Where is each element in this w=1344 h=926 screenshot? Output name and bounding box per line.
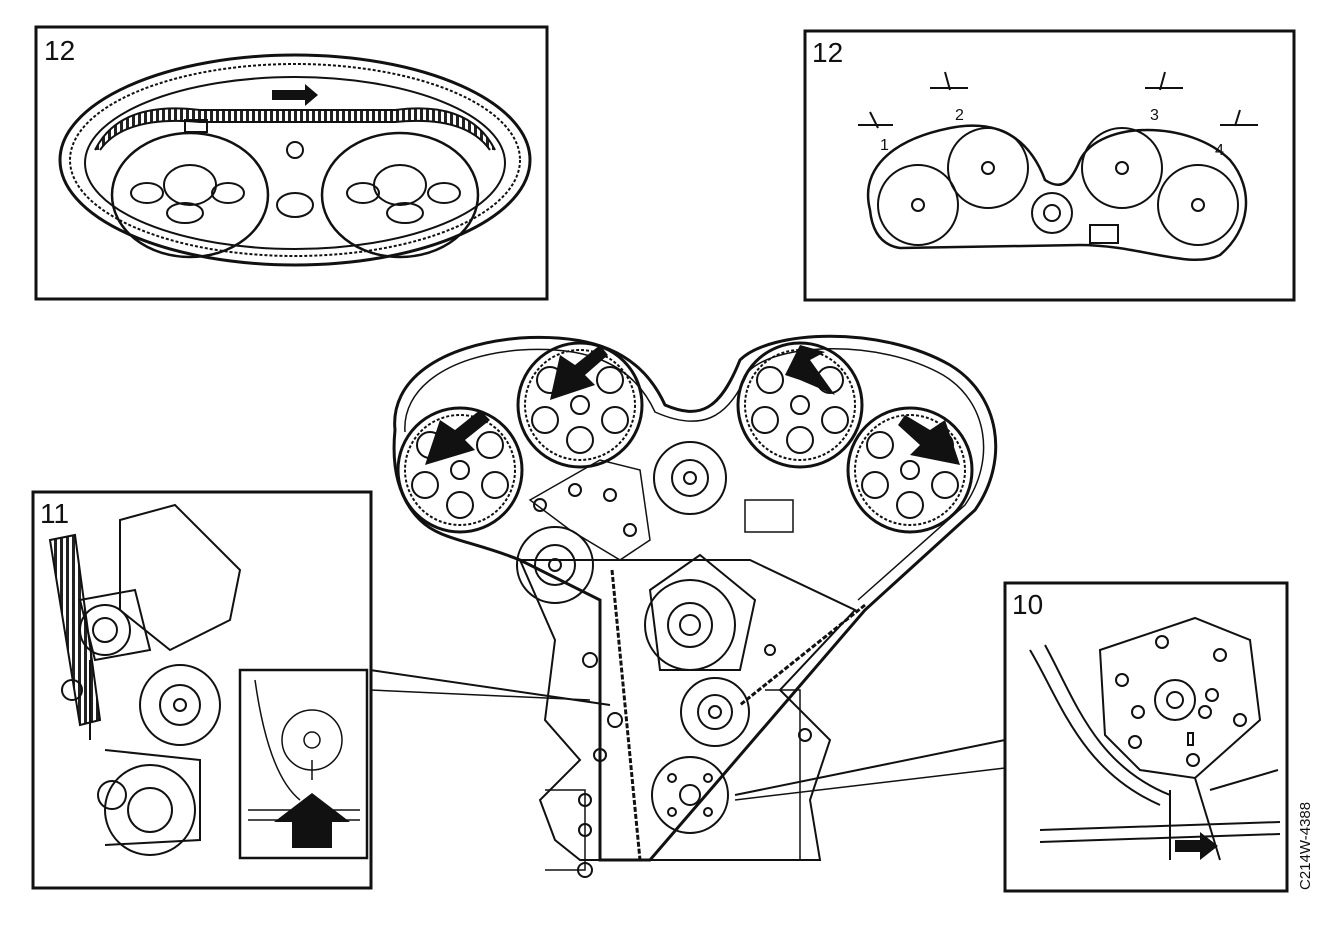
engine-block [518, 559, 857, 861]
direction-arrow-icon [272, 84, 318, 106]
upper-idler-pulley [653, 441, 727, 515]
panel-bottom-left: 11 [31, 490, 373, 890]
arrow-icon [274, 793, 350, 848]
tensioner-bracket [528, 459, 651, 561]
left-idler-pulley [516, 526, 594, 604]
arrow-icon [550, 345, 608, 400]
panel-number: 10 [1012, 589, 1043, 620]
cam-sprocket-2 [516, 341, 644, 469]
arrow-icon [425, 410, 490, 465]
alignment-arrows [425, 345, 960, 465]
panel-top-left: 12 [34, 25, 549, 301]
crankshaft-sprocket [651, 756, 729, 834]
marker-icons [858, 71, 1258, 129]
water-pump [644, 553, 757, 671]
arrow-icon [785, 345, 835, 395]
marker-label: 1 [880, 137, 889, 154]
panel-number: 12 [812, 37, 843, 68]
panel-bottom-right: 10 [1003, 581, 1289, 893]
marker-label: 2 [955, 107, 964, 124]
lower-idler-pulley [680, 677, 750, 747]
arrow-icon [898, 415, 960, 465]
panel-top-right: 12 1 2 3 4 [803, 29, 1296, 302]
arrow-icon [1175, 832, 1218, 860]
cam-sprocket-3 [736, 341, 864, 469]
timing-belt-outer [392, 334, 998, 862]
marker-label: 3 [1150, 107, 1159, 124]
panel-number: 12 [44, 35, 75, 66]
figure-code: C214W-4388 [1297, 802, 1314, 890]
marker-label: 4 [1215, 142, 1224, 159]
panel-number: 11 [40, 498, 69, 529]
cam-sprocket-1 [396, 406, 524, 534]
